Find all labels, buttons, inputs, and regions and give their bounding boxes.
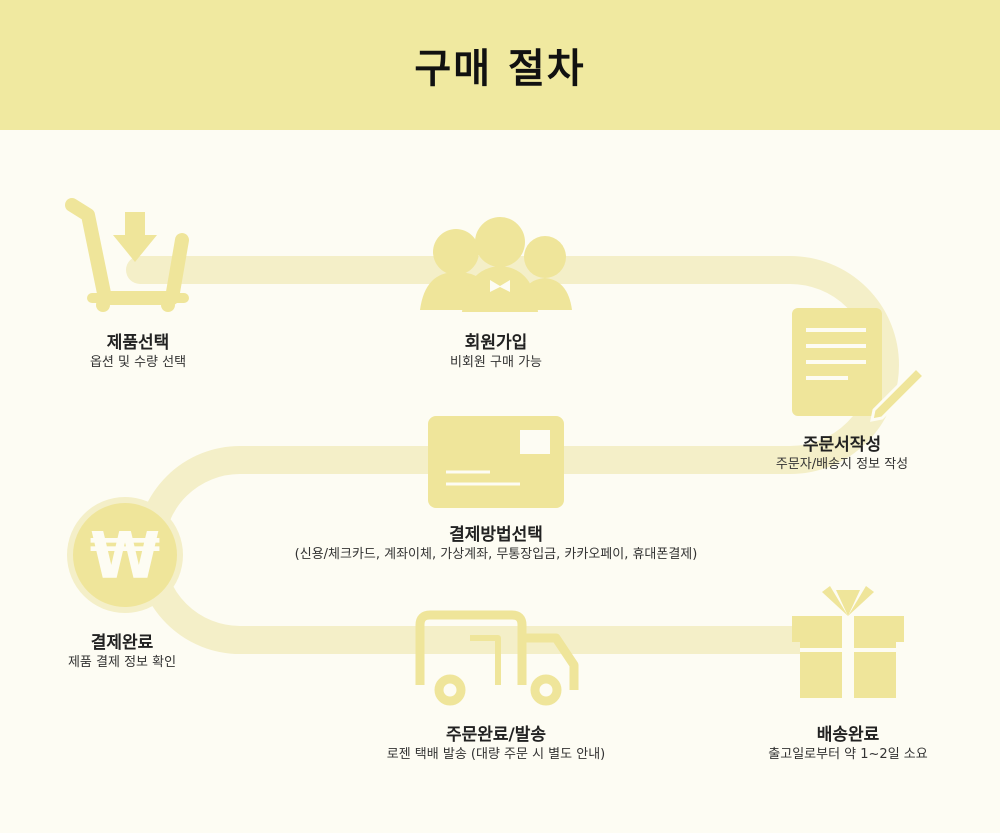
svg-text:₩: ₩ (90, 520, 161, 594)
document-pen-icon (792, 308, 927, 422)
step-title: 결제완료 (90, 633, 154, 653)
step-desc: 출고일로부터 약 1~2일 소요 (768, 747, 928, 762)
step-title: 배송완료 (816, 725, 880, 745)
step-desc: 옵션 및 수량 선택 (89, 355, 187, 370)
step-desc: 비회원 구매 가능 (450, 355, 542, 370)
gift-icon (792, 586, 904, 698)
step-title: 회원가입 (464, 333, 528, 353)
users-icon (420, 217, 572, 312)
won-coin-icon: ₩ (67, 497, 183, 613)
step-desc: 주문자/배송지 정보 작성 (775, 457, 909, 472)
step-desc: 로젠 택배 발송 (대량 주문 시 별도 안내) (386, 747, 606, 762)
card-icon (428, 416, 564, 508)
step-title: 결제방법선택 (449, 525, 543, 545)
step-desc: (신용/체크카드, 계좌이체, 가상계좌, 무통장입금, 카카오페이, 휴대폰결… (294, 547, 698, 562)
step-title: 제품선택 (106, 333, 170, 353)
header-banner: 구매 절차 (0, 0, 1000, 130)
step-signup: 회원가입 비회원 구매 가능 (450, 332, 542, 372)
step-desc: 제품 결제 정보 확인 (67, 655, 177, 670)
step-shipped: 주문완료/발송 로젠 택배 발송 (대량 주문 시 별도 안내) (387, 724, 605, 764)
page-title: 구매 절차 (414, 46, 586, 92)
step-title: 주문완료/발송 (445, 725, 547, 745)
step-payment-complete: 결제완료 제품 결제 정보 확인 (68, 632, 176, 672)
truck-icon (415, 610, 579, 706)
step-product-select: 제품선택 옵션 및 수량 선택 (90, 332, 186, 372)
step-payment-method: 결제방법선택 (신용/체크카드, 계좌이체, 가상계좌, 무통장입금, 카카오페… (295, 524, 698, 564)
cart-download-icon (65, 198, 189, 312)
step-order-form: 주문서작성 주문자/배송지 정보 작성 (776, 434, 908, 474)
step-title: 주문서작성 (802, 435, 882, 455)
step-delivered: 배송완료 출고일로부터 약 1~2일 소요 (768, 724, 927, 764)
